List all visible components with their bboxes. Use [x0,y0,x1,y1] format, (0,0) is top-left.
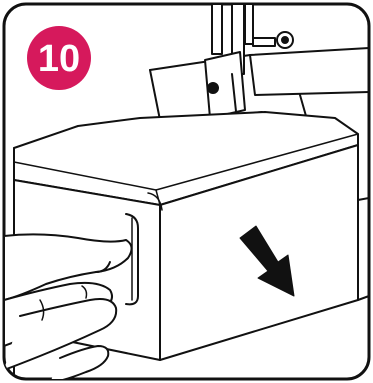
step-number: 10 [38,38,80,80]
step-badge: 10 [27,26,91,90]
